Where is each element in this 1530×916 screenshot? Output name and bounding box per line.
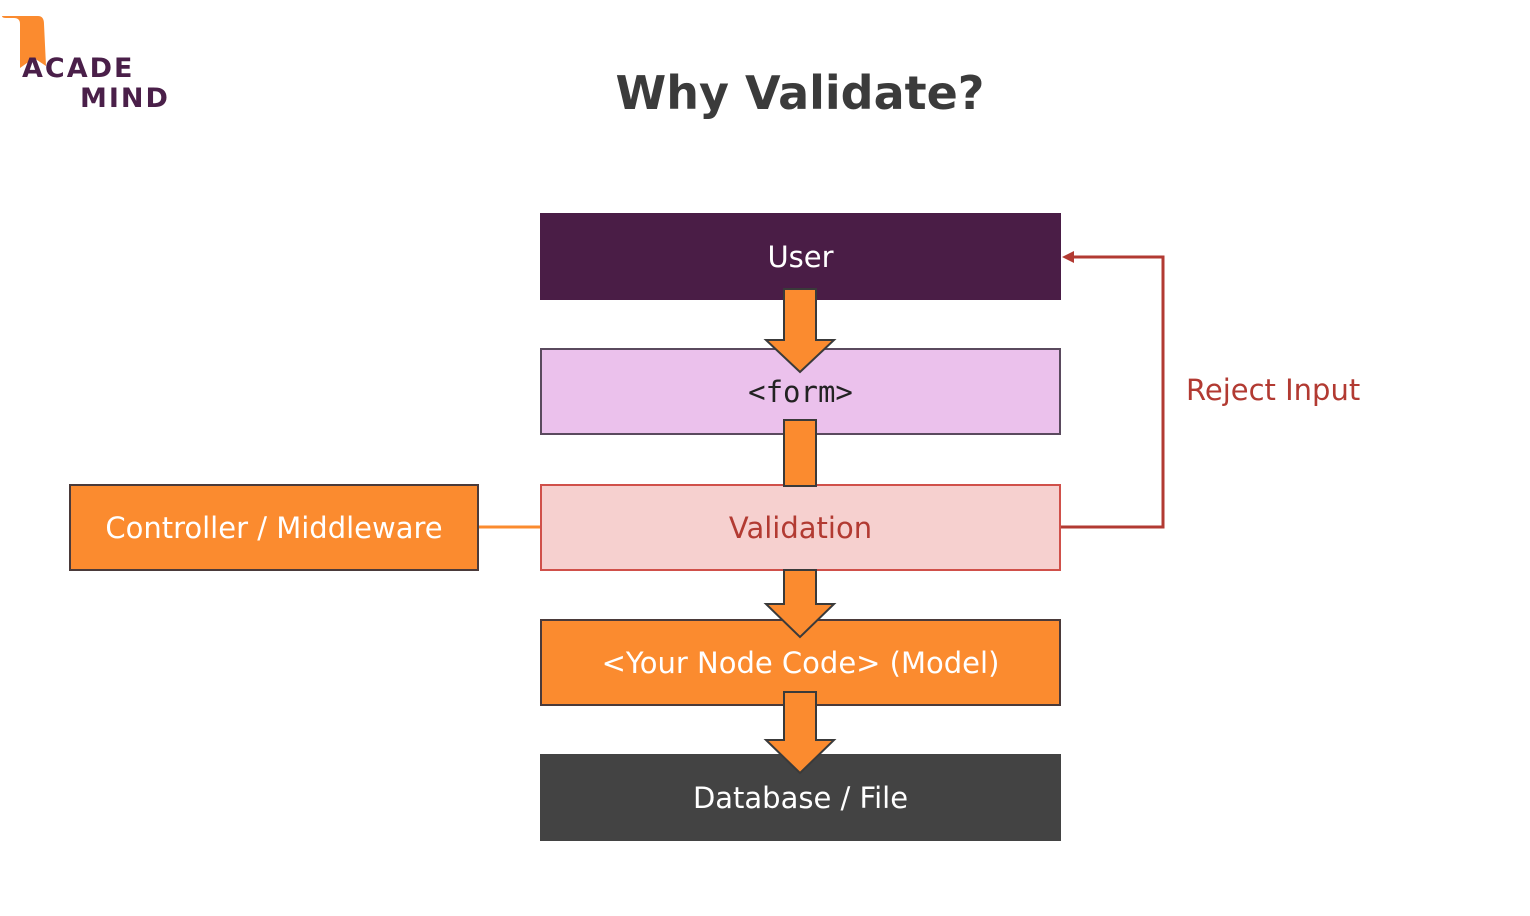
form-box: <form> bbox=[540, 348, 1061, 435]
bookmark-logo-icon bbox=[2, 16, 46, 68]
controller-label: Controller / Middleware bbox=[105, 510, 443, 545]
slide-title: Why Validate? bbox=[615, 66, 985, 120]
node-code-label: <Your Node Code> (Model) bbox=[601, 645, 1000, 680]
reject-arrowhead bbox=[1062, 251, 1074, 263]
database-label: Database / File bbox=[692, 780, 909, 815]
academind-logo: ACADE MIND bbox=[0, 10, 170, 114]
node-code-box: <Your Node Code> (Model) bbox=[540, 619, 1061, 706]
form-label: <form> bbox=[748, 374, 853, 409]
user-box: User bbox=[540, 213, 1061, 300]
database-box: Database / File bbox=[540, 754, 1061, 841]
reject-feedback-line bbox=[1061, 255, 1165, 529]
logo-text-line1: ACADE bbox=[22, 53, 135, 84]
controller-middleware-box: Controller / Middleware bbox=[69, 484, 479, 571]
reject-input-label: Reject Input bbox=[1186, 373, 1361, 407]
validation-label: Validation bbox=[728, 510, 873, 545]
user-label: User bbox=[767, 239, 834, 274]
logo-text-line2: MIND bbox=[80, 83, 170, 114]
validation-box: Validation bbox=[540, 484, 1061, 571]
